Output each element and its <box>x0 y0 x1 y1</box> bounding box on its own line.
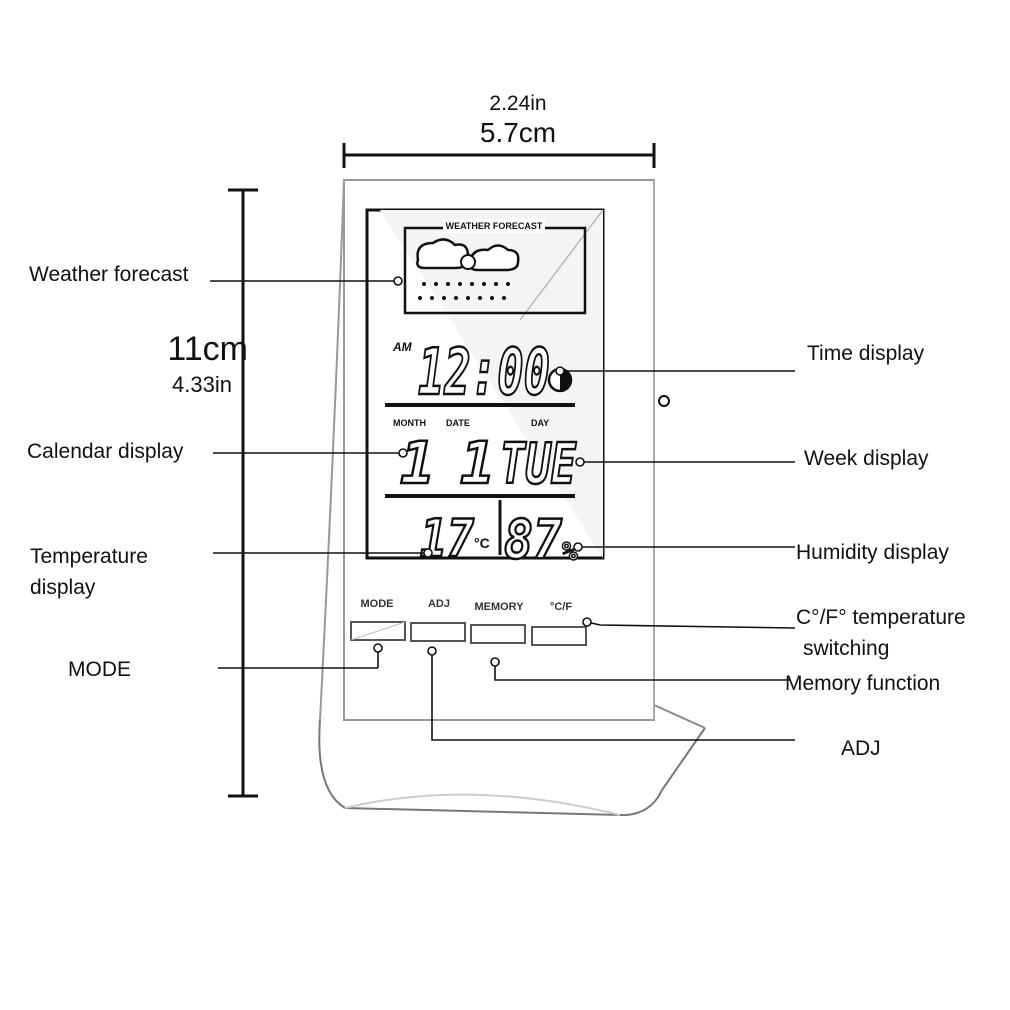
unit-button[interactable] <box>531 626 587 646</box>
memory-function-label: Memory function <box>785 672 941 695</box>
callout-lines <box>210 280 796 741</box>
device-body <box>318 179 706 817</box>
temperature-value: 17 <box>420 509 475 569</box>
sun-icon <box>460 254 476 270</box>
day-value: TUE <box>500 432 577 497</box>
humidity-display-label: Humidity display <box>796 541 949 564</box>
device-hole-icon <box>658 395 670 407</box>
week-display-label: Week display <box>804 447 929 470</box>
temperature-display-label-line2: display <box>30 576 96 599</box>
temperature-display-label-line1: Temperature <box>30 545 148 568</box>
month-value: 1 <box>400 429 435 497</box>
am-indicator: AM <box>392 340 413 354</box>
width-cm-label: 5.7cm <box>479 117 557 148</box>
calendar-display-label: Calendar display <box>27 440 184 463</box>
temp-switch-label-line1: C°/F° temperature <box>796 606 966 629</box>
weather-forecast-label: Weather forecast <box>29 263 189 286</box>
time-value: 12:00 <box>418 336 550 410</box>
day-label: DAY <box>531 418 549 428</box>
date-value: 1 <box>460 429 495 497</box>
height-in-label: 4.33in <box>172 372 232 397</box>
mode-button[interactable] <box>350 621 406 641</box>
unit-button-label: °C/F <box>550 601 572 613</box>
time-display-label: Time display <box>807 342 925 365</box>
adj-button-label: ADJ <box>428 598 450 610</box>
temp-switch-label-line2: switching <box>803 637 890 660</box>
width-dimension-bar <box>342 143 656 168</box>
date-label: DATE <box>446 418 470 428</box>
month-label: MONTH <box>393 418 426 428</box>
memory-button[interactable] <box>470 624 526 644</box>
humidity-value: 87 <box>504 508 562 571</box>
height-dimension-bar <box>228 188 258 798</box>
height-cm-label: 11cm <box>167 330 248 368</box>
width-in-label: 2.24in <box>489 92 547 115</box>
humidity-unit: % <box>562 537 578 567</box>
adj-button[interactable] <box>410 622 466 642</box>
callout-dots <box>373 276 592 667</box>
mode-callout-label: MODE <box>68 658 131 681</box>
rain-icon <box>418 282 510 300</box>
adj-callout-label: ADJ <box>841 737 881 760</box>
mode-button-label: MODE <box>361 598 394 610</box>
temperature-unit: °C <box>474 535 490 551</box>
forecast-header: WEATHER FORECAST <box>446 221 543 231</box>
memory-button-label: MEMORY <box>474 601 524 613</box>
cloud-icon <box>416 238 520 272</box>
